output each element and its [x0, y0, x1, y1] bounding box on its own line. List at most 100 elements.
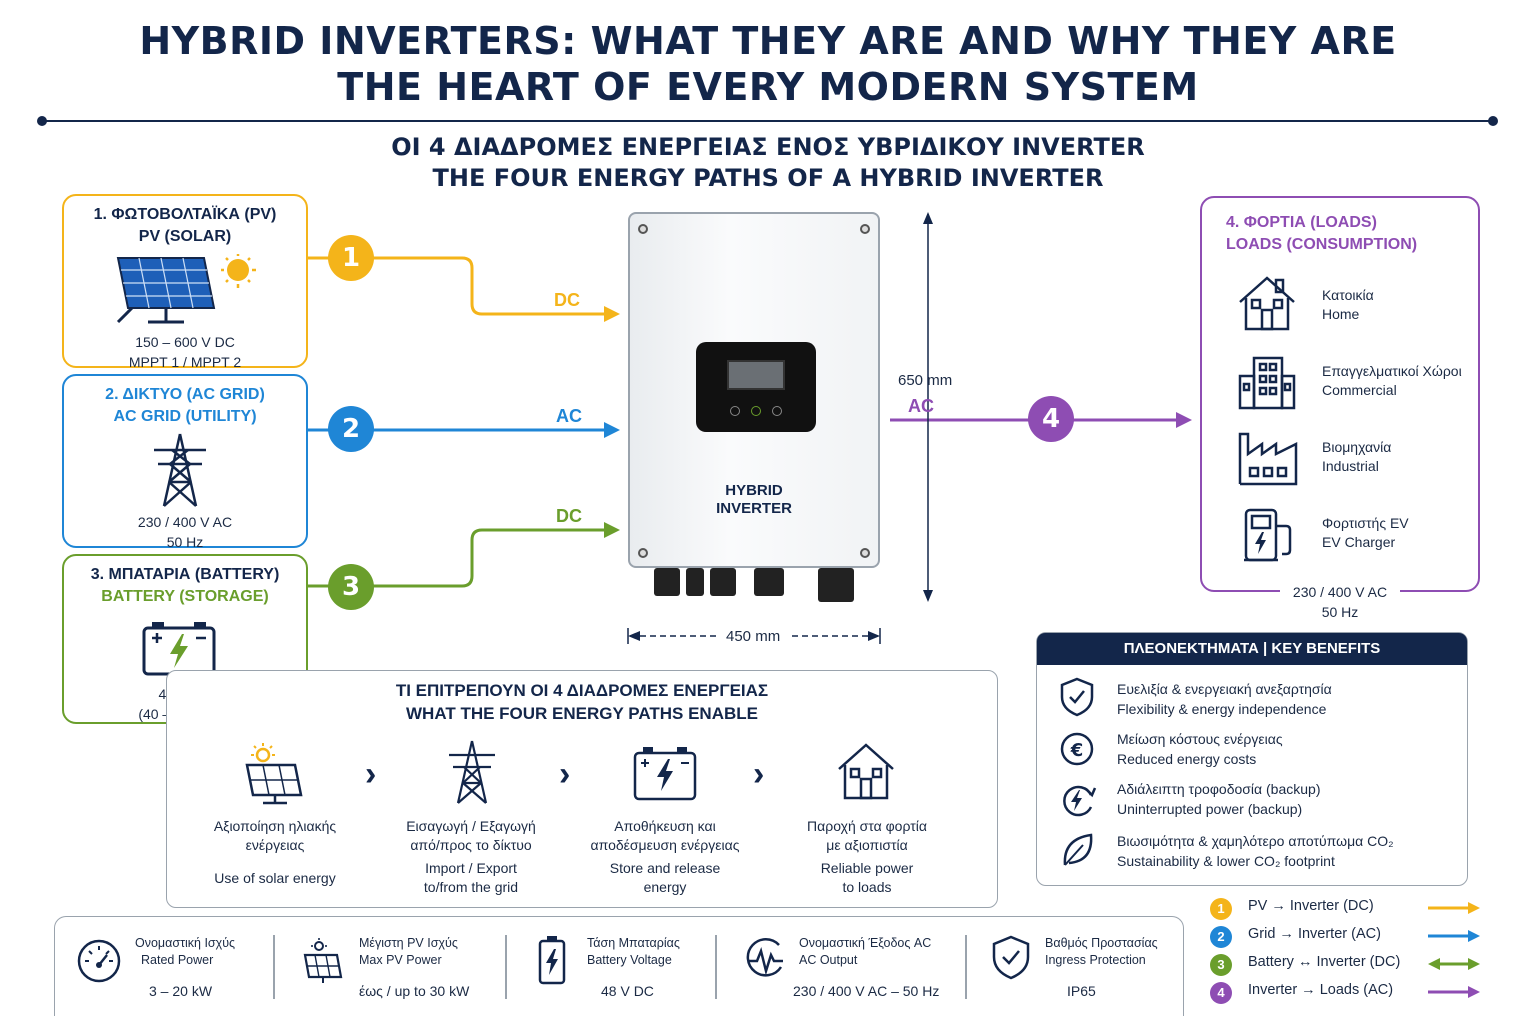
spec-battery-voltage-value: 48 V DC: [601, 983, 654, 999]
gauge-icon: [77, 939, 121, 983]
spec-ac-output-en: AC Output: [799, 953, 858, 967]
spec-ip-label: Βαθμός Προστασίας Ingress Protection: [1045, 935, 1158, 969]
legend: 1 PV → Inverter (DC) 2 Grid → Inverter (…: [1208, 896, 1488, 1014]
load-home-en: Home: [1322, 306, 1360, 322]
benefit-costs: Μείωση κόστους ενέργειας Reduced energy …: [1117, 729, 1283, 769]
enable-loads-gr2: με αξιοπιστία: [826, 837, 908, 853]
solar-panel-icon: [303, 938, 343, 983]
title-line-2: THE HEART OF EVERY MODERN SYSTEM: [337, 65, 1199, 109]
enable-item-storage: Αποθήκευση και αποδέσμευση ενέργειας Sto…: [575, 817, 755, 897]
path-4-badge: 4: [1028, 396, 1074, 442]
benefit-flexibility: Ευελιξία & ενεργειακή ανεξαρτησία Flexib…: [1117, 679, 1332, 719]
enable-grid-gr2: από/προς το δίκτυο: [410, 837, 532, 853]
enable-item-loads: Παροχή στα φορτία με αξιοπιστία Reliable…: [777, 817, 957, 897]
benefit-sustainability-en: Sustainability & lower CO₂ footprint: [1117, 853, 1335, 869]
load-ev-gr: Φορτιστής EV: [1322, 515, 1409, 531]
spec-divider: [273, 935, 275, 999]
divider-dot-right: [1488, 116, 1498, 126]
cable-gland: [686, 568, 704, 596]
legend-item-4: Inverter → Loads (AC): [1248, 982, 1394, 998]
grid-card: 2. ΔΙΚΤΥΟ (AC GRID) AC GRID (UTILITY) 23…: [62, 374, 308, 550]
enable-storage-gr1: Αποθήκευση και: [614, 818, 716, 834]
chevron-right-icon: ›: [559, 755, 571, 793]
benefit-sustainability-gr: Βιωσιμότητα & χαμηλότερο αποτύπωμα CO₂: [1117, 833, 1394, 849]
benefits-panel: ΠΛΕΟΝΕΚΤΗΜΑΤΑ | KEY BENEFITS Ευελιξία & …: [1036, 632, 1468, 886]
spec-battery-voltage-gr: Τάση Μπαταρίας: [587, 936, 680, 950]
screw-icon: [860, 224, 870, 234]
enable-grid-en2: to/from the grid: [423, 879, 519, 895]
spec-battery-voltage-en: Battery Voltage: [587, 953, 672, 967]
legend-item-1: PV → Inverter (DC): [1248, 898, 1374, 914]
load-commercial: Επαγγελματικοί Χώροι Commercial: [1322, 362, 1462, 400]
legend-arrow-3: [1428, 958, 1440, 970]
solar-panel-icon: [245, 743, 303, 805]
loads-card-title: 4. ΦΟΡΤΙΑ (LOADS) LOADS (CONSUMPTION): [1226, 212, 1417, 256]
load-industrial: Βιομηχανία Industrial: [1322, 438, 1391, 476]
benefit-sustainability: Βιωσιμότητα & χαμηλότερο αποτύπωμα CO₂ S…: [1117, 831, 1394, 871]
hybrid-inverter: HYBRID INVERTER: [628, 212, 880, 568]
loads-title-en: LOADS (CONSUMPTION): [1226, 236, 1418, 253]
benefit-flexibility-en: Flexibility & energy independence: [1117, 701, 1327, 717]
loads-spec: 230 / 400 V AC 50 Hz: [1280, 582, 1400, 622]
pv-voltage: 150 – 600 V DC: [135, 334, 235, 350]
enable-loads-gr1: Παροχή στα φορτία: [807, 818, 927, 834]
legend-badge-1: 1: [1210, 898, 1232, 920]
enable-title-gr: ΤΙ ΕΠΙΤΡΕΠΟΥΝ ΟΙ 4 ΔΙΑΔΡΟΜΕΣ ΕΝΕΡΓΕΙΑΣ: [395, 681, 769, 700]
path-3-badge: 3: [328, 564, 374, 610]
divider-dot-left: [37, 116, 47, 126]
spec-divider: [715, 935, 717, 999]
battery-icon: [538, 936, 566, 985]
path-battery-arrowhead: [604, 522, 620, 538]
subtitle-gr: ΟΙ 4 ΔΙΑΔΡΟΜΕΣ ΕΝΕΡΓΕΙΑΣ ΕΝΟΣ ΥΒΡΙΔΙΚΟΥ …: [391, 133, 1145, 161]
chevron-right-icon: ›: [753, 755, 765, 793]
path-pv-arrowhead: [604, 306, 620, 322]
legend-item-3: Battery ↔ Inverter (DC): [1248, 954, 1401, 970]
cable-gland: [654, 568, 680, 596]
spec-divider: [505, 935, 507, 999]
pv-title-en: PV (SOLAR): [138, 228, 232, 245]
load-commercial-en: Commercial: [1322, 382, 1397, 398]
grid-title-en: AC GRID (UTILITY): [113, 408, 257, 425]
spec-ip-value: IP65: [1067, 983, 1096, 999]
shield-check-icon: [1060, 677, 1094, 717]
enable-loads-en1: Reliable power: [820, 860, 914, 876]
enable-grid-gr1: Εισαγωγή / Εξαγωγή: [406, 818, 536, 834]
section-title: ΟΙ 4 ΔΙΑΔΡΟΜΕΣ ΕΝΕΡΓΕΙΑΣ ΕΝΟΣ ΥΒΡΙΔΙΚΟΥ …: [0, 132, 1536, 194]
building-icon: [1238, 356, 1296, 410]
path-1-label: DC: [554, 290, 580, 310]
path-battery-line: [308, 528, 606, 588]
benefit-costs-gr: Μείωση κόστους ενέργειας: [1117, 731, 1283, 747]
inverter-label-line-1: HYBRID: [725, 482, 783, 499]
legend-arrow-4: [1468, 986, 1480, 998]
battery-card-title: 3. ΜΠΑΤΑΡΙΑ (BATTERY) BATTERY (STORAGE): [64, 564, 306, 608]
page-title: HYBRID INVERTERS: WHAT THEY ARE AND WHY …: [0, 18, 1536, 110]
divider: [42, 120, 1494, 122]
battery-title-gr: 3. ΜΠΑΤΑΡΙΑ (BATTERY): [90, 566, 280, 583]
legend-arrow-1: [1468, 902, 1480, 914]
load-home-gr: Κατοικία: [1322, 287, 1374, 303]
battery-title-en: BATTERY (STORAGE): [101, 588, 269, 605]
path-1-badge: 1: [328, 235, 374, 281]
enable-item-grid: Εισαγωγή / Εξαγωγή από/προς το δίκτυο Im…: [381, 817, 561, 897]
enable-item-solar: Αξιοποίηση ηλιακής ενέργειας Use of sola…: [185, 817, 365, 888]
cable-gland: [710, 568, 736, 596]
path-2-label: AC: [556, 406, 582, 426]
ac-wave-icon: [746, 938, 783, 977]
inverter-height: 650 mm: [898, 372, 953, 389]
enable-solar-gr2: ενέργειας: [245, 837, 305, 853]
benefit-costs-en: Reduced energy costs: [1117, 751, 1257, 767]
benefit-backup-gr: Αδιάλειπτη τροφοδοσία (backup): [1117, 781, 1321, 797]
grid-voltage: 230 / 400 V AC: [137, 514, 233, 530]
legend-item-2: Grid → Inverter (AC): [1248, 926, 1381, 942]
spec-rated-power-label: Ονομαστική Ισχύς Rated Power: [135, 935, 235, 969]
grid-spec: 230 / 400 V AC 50 Hz: [64, 512, 306, 552]
path-4-label: AC: [908, 396, 934, 416]
title-line-1: HYBRID INVERTERS: WHAT THEY ARE AND WHY …: [139, 19, 1397, 63]
spec-ip-gr: Βαθμός Προστασίας: [1045, 936, 1158, 950]
screw-icon: [638, 224, 648, 234]
enable-storage-en2: energy: [643, 879, 687, 895]
spec-rated-power-value: 3 – 20 kW: [149, 983, 213, 999]
backup-bolt-icon: [1063, 785, 1097, 817]
legend-arrow-2: [1468, 930, 1480, 942]
house-icon: [1239, 276, 1295, 331]
